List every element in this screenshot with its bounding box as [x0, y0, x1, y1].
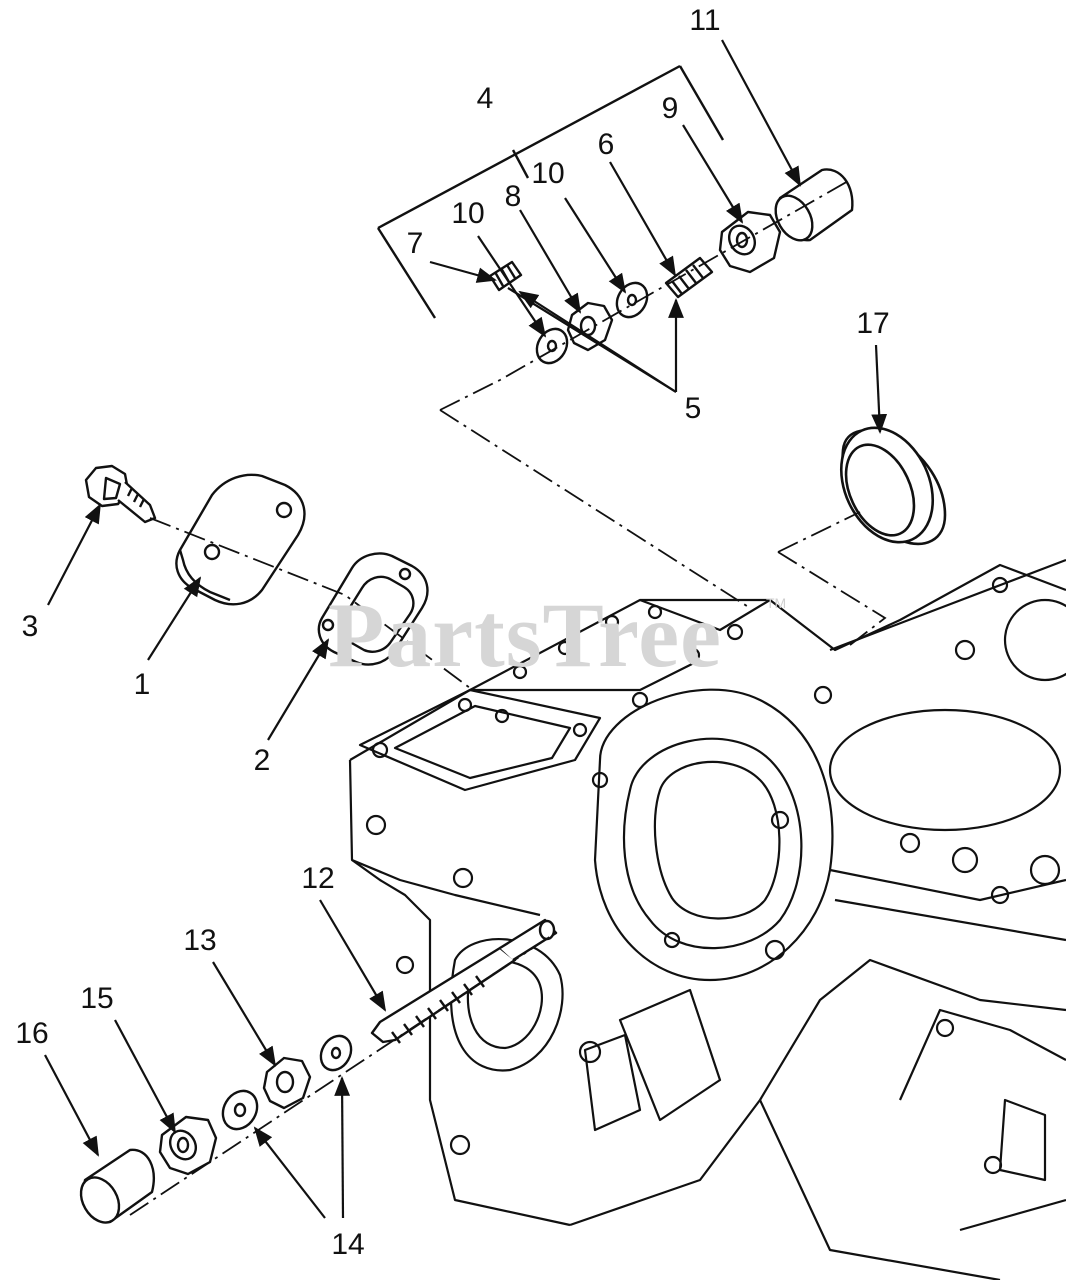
part-15-nut	[158, 1115, 218, 1176]
callout-5: 5	[685, 392, 702, 425]
callout-9: 9	[662, 92, 679, 125]
callout-7: 7	[407, 227, 424, 260]
part-10a-washer	[535, 327, 569, 365]
leader-lines-5	[507, 287, 684, 393]
part-12-stud	[370, 918, 558, 1044]
part-14-washer-b	[221, 1089, 259, 1131]
part-6-screw	[664, 256, 714, 299]
watermark-tm: TM	[766, 595, 786, 611]
part-8-nut	[566, 301, 614, 352]
leader-lines	[44, 39, 888, 1219]
callout-17: 17	[856, 307, 889, 340]
callout-6: 6	[598, 128, 615, 161]
assembly-4-adjuster	[488, 168, 854, 365]
part-3-bolt	[84, 464, 157, 524]
callout-4: 4	[477, 82, 494, 115]
assembly-centerlines	[129, 179, 887, 1216]
callout-1: 1	[134, 668, 151, 701]
callout-8: 8	[505, 180, 522, 213]
callout-10a: 10	[451, 197, 484, 230]
part-10b-washer	[615, 281, 649, 319]
callout-14: 14	[331, 1228, 364, 1261]
callout-2: 2	[254, 744, 271, 777]
part-11-cap	[774, 168, 854, 242]
part-16-cap	[79, 1148, 155, 1224]
callout-15: 15	[80, 982, 113, 1015]
callout-11: 11	[689, 4, 720, 37]
part-14-washer-a	[319, 1034, 353, 1072]
watermark: PartsTree TM	[328, 584, 786, 686]
callout-12: 12	[301, 862, 334, 895]
part-13-nut	[262, 1056, 312, 1110]
watermark-text: PartsTree	[328, 584, 722, 686]
engine-block	[348, 558, 1066, 1282]
callout-3: 3	[22, 610, 39, 643]
callout-labels: 1 2 3 4 5 6 7 8 9 10 10 11 12 13 14 15 1…	[15, 4, 889, 1261]
callout-10b: 10	[531, 157, 564, 190]
part-17-seal	[839, 426, 947, 546]
bracket-4	[376, 64, 725, 319]
block-holes	[365, 576, 1061, 1175]
callout-13: 13	[183, 924, 216, 957]
assembly-lower-stud	[79, 918, 558, 1224]
part-9-nut	[718, 210, 782, 274]
callout-16: 16	[15, 1017, 48, 1050]
